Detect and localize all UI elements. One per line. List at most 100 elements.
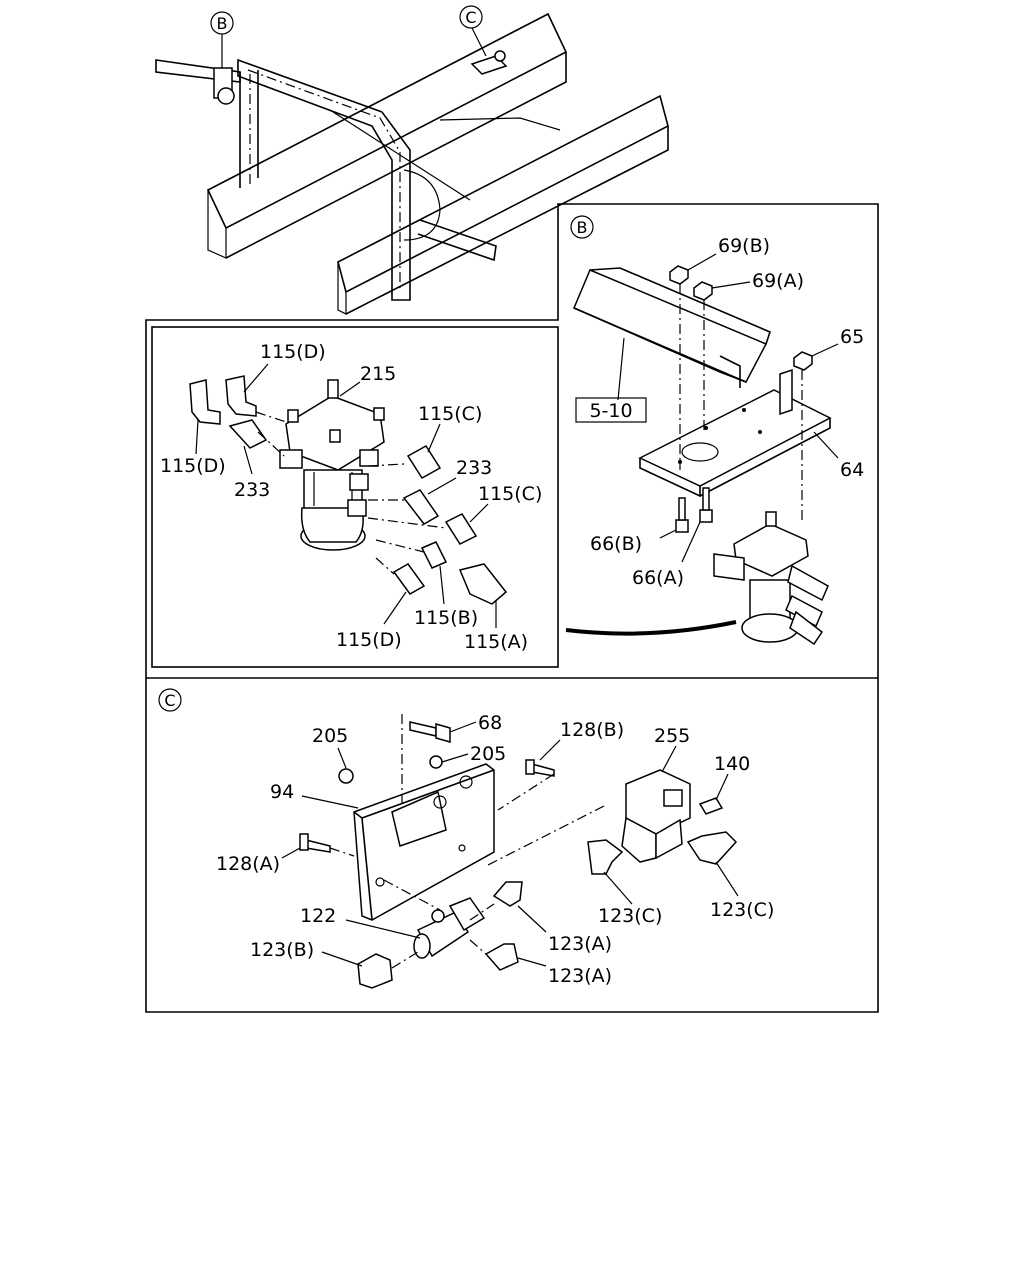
ref-5-10: 5-10 [575,337,647,423]
label-115d-left: 115(D) [160,419,226,477]
overview-callout-b: B [210,11,234,35]
label-123c-left: 123(C) [598,871,662,927]
fitting-115d-top [225,375,257,417]
label-123c-right-text: 123(C) [710,899,774,921]
label-123c-left-text: 123(C) [598,905,662,927]
nut-205-left [338,768,354,784]
label-255: 255 [654,725,690,773]
bracket-94 [353,763,495,921]
overview-callout-b-text: B [217,14,228,33]
label-66a: 66(A) [632,521,701,589]
detail-c-marker-text: C [164,691,175,710]
bolt-128b [525,759,555,777]
frame-channel [573,267,771,388]
label-64-text: 64 [840,459,864,481]
label-115a: 115(A) [464,600,528,653]
cap-115c-right [444,513,478,545]
overview-callout-c: C [459,5,483,29]
tee-123b [357,953,393,989]
label-115c-right-text: 115(C) [478,483,542,505]
label-69b-text: 69(B) [718,235,770,257]
label-64: 64 [813,431,864,481]
label-140-text: 140 [714,753,750,775]
relay-valve-small [713,511,829,646]
overview-callout-c-text: C [465,8,476,27]
label-123a-bottom: 123(A) [517,957,612,987]
cap-115c-top [406,445,442,479]
label-94: 94 [270,781,359,809]
label-115c-right: 115(C) [469,483,542,523]
label-115d-left-text: 115(D) [160,455,226,477]
label-255-text: 255 [654,725,690,747]
label-128a: 128(A) [216,847,301,875]
elbow-123a-bottom [484,943,519,971]
label-122-text: 122 [300,905,336,927]
cap-115d-bottom [392,563,426,595]
label-115c-top: 115(C) [418,403,482,453]
nut-205-right [429,755,443,769]
label-233-right-text: 233 [456,457,492,479]
nipple-233-left [228,419,268,449]
label-69a: 69(A) [711,270,804,292]
detail-b-marker-text: B [577,218,588,237]
label-123b-text: 123(B) [250,939,314,961]
label-66b: 66(B) [590,529,677,555]
label-123a-top: 123(A) [517,905,612,955]
label-205-left: 205 [312,725,348,769]
label-115c-top-text: 115(C) [418,403,482,425]
elbow-123c-left [587,839,624,875]
nipple-233-right [402,489,440,525]
label-122: 122 [300,905,421,939]
detail-outer-frame [145,203,879,1013]
label-69b: 69(B) [687,235,770,271]
label-233-right: 233 [427,457,492,495]
bolt-68 [409,721,451,743]
label-115d-bottom: 115(D) [336,591,407,651]
nut-65 [793,351,813,371]
bolt-128a [299,833,331,853]
label-115a-text: 115(A) [464,631,528,653]
label-115b: 115(B) [414,565,478,629]
label-115d-bottom-text: 115(D) [336,629,402,651]
bracket-64 [638,368,832,498]
fitting-122 [413,897,486,959]
label-69a-text: 69(A) [752,270,804,292]
label-66b-text: 66(B) [590,533,642,555]
label-128b-text: 128(B) [560,719,624,741]
label-215-text: 215 [360,363,396,385]
fitting-115b [420,541,448,569]
fitting-115a [458,563,508,605]
plug-140 [698,797,724,815]
label-140: 140 [714,753,750,801]
label-215: 215 [339,363,396,397]
label-123c-right: 123(C) [710,861,774,921]
label-115d-top: 115(D) [243,341,326,393]
label-65: 65 [811,326,864,357]
elbow-123a-top [492,881,523,907]
bolt-66a [699,487,713,523]
label-123a-bottom-text: 123(A) [548,965,612,987]
label-205-right: 205 [441,743,506,765]
label-205-left-text: 205 [312,725,348,747]
label-115d-top-text: 115(D) [260,341,326,363]
solenoid-valve-255 [621,769,691,863]
detail-c-marker: C [158,688,182,712]
nut-69a [693,281,713,301]
label-68-text: 68 [478,712,502,734]
nut-69b [669,265,689,285]
label-115b-text: 115(B) [414,607,478,629]
label-128b: 128(B) [539,719,624,761]
ref-5-10-text: 5-10 [589,400,632,422]
relay-valve-215 [279,379,385,551]
label-68: 68 [449,712,502,734]
label-233-left-text: 233 [234,479,270,501]
label-66a-text: 66(A) [632,567,684,589]
chassis-frame-overview [155,12,669,315]
detail-leader-arrow [565,620,737,636]
label-233-left: 233 [234,445,270,501]
valve-detail-frame [151,326,559,668]
bolt-66b [675,497,689,533]
label-65-text: 65 [840,326,864,348]
label-205-right-text: 205 [470,743,506,765]
